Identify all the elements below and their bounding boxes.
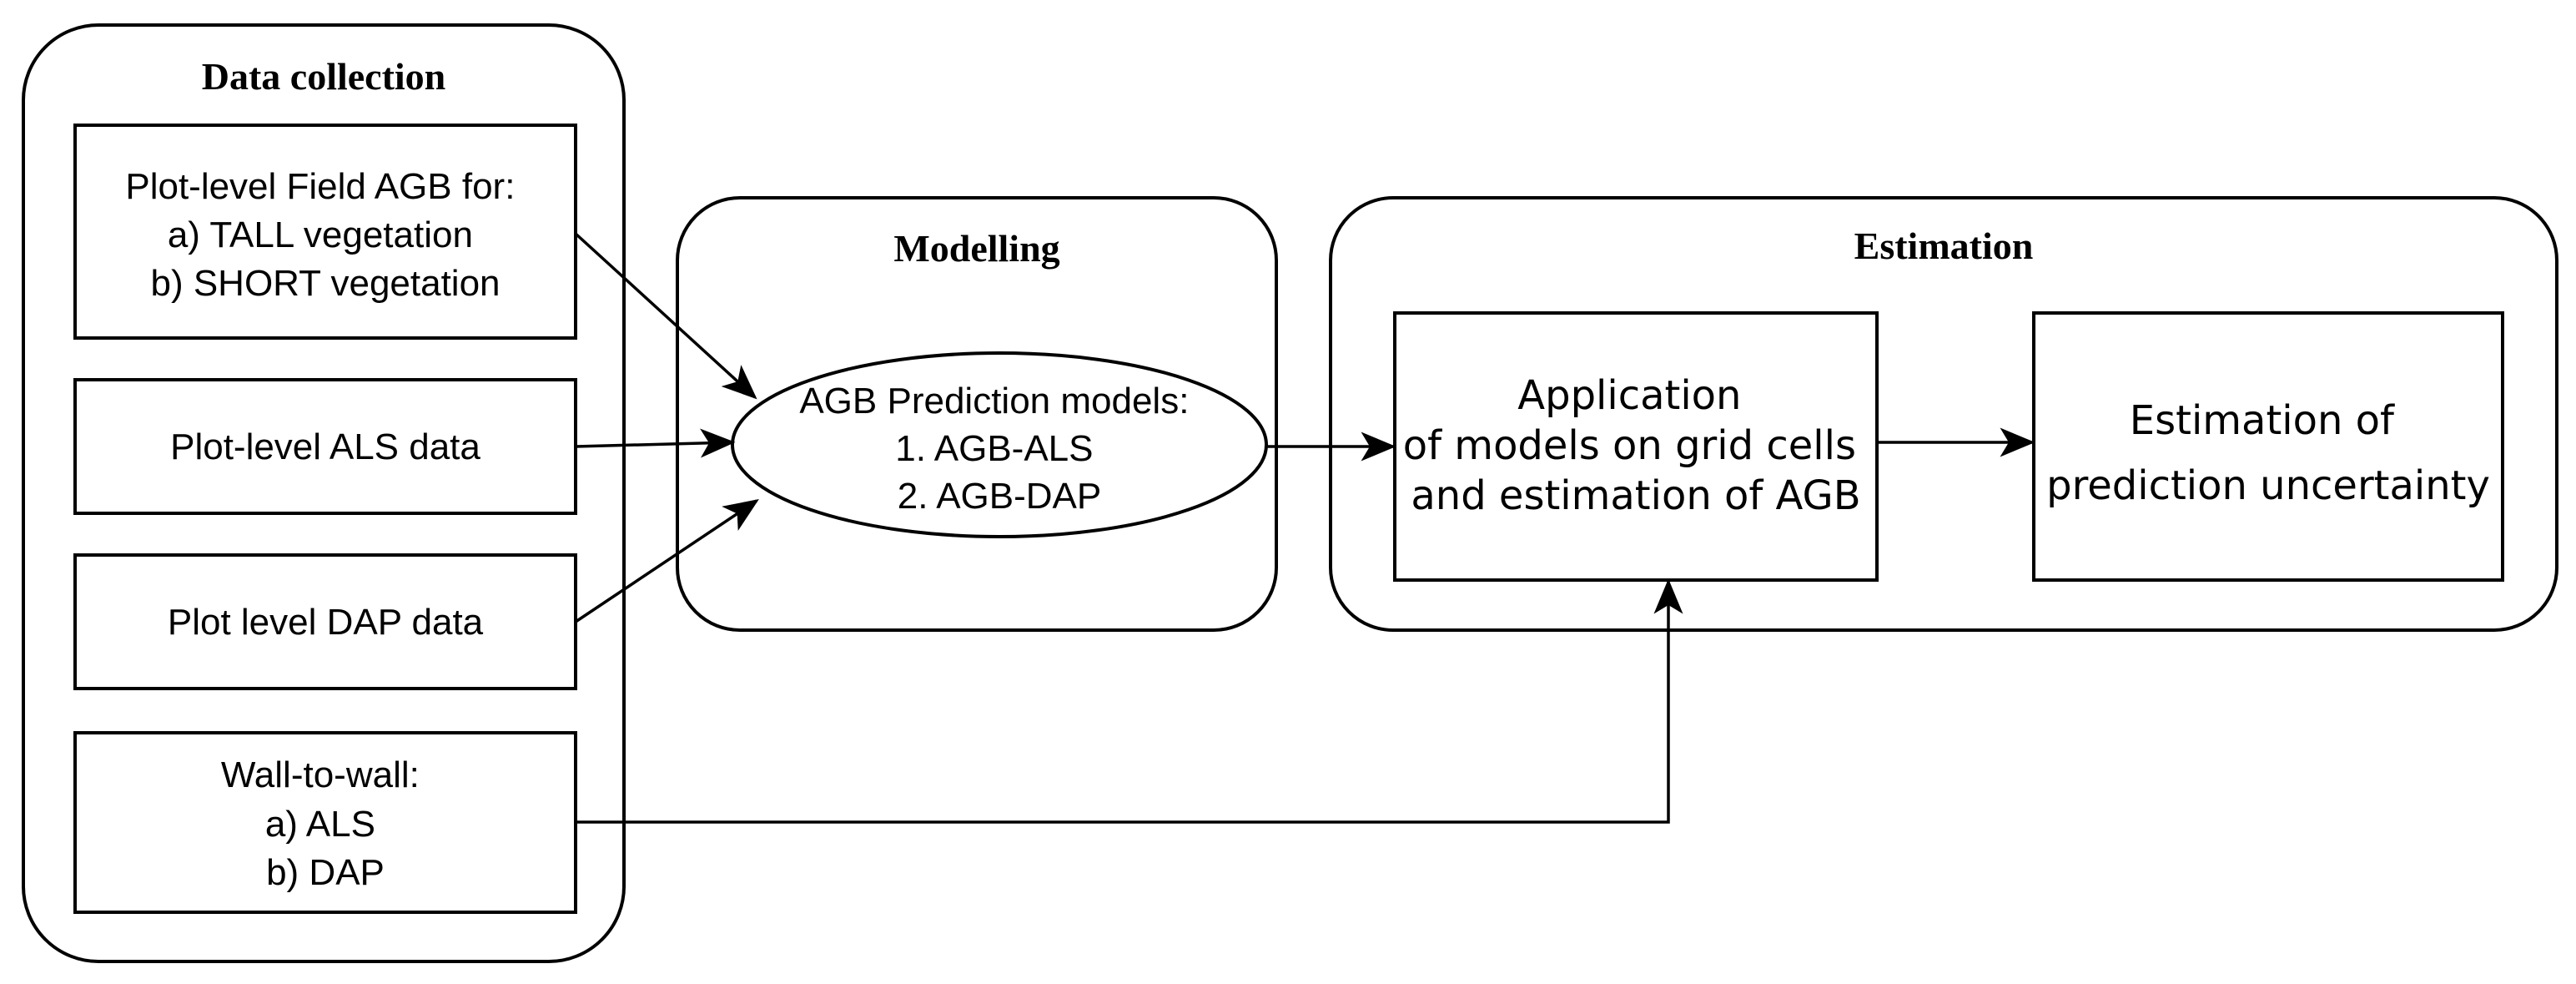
box-uncertainty-text: Estimation of prediction uncertainty (2046, 397, 2490, 509)
box-application-text: Application of models on grid cells and … (1403, 372, 1869, 519)
box-field-agb: Plot-level Field AGB for: a) TALL vegeta… (73, 124, 577, 340)
box-wall-to-wall: Wall-to-wall: a) ALS b) DAP (73, 731, 577, 914)
group-title-data-collection: Data collection (202, 55, 446, 98)
box-field-agb-text: Plot-level Field AGB for: a) TALL vegeta… (125, 166, 525, 304)
edge-field-agb-to-models (574, 232, 757, 400)
box-dap-data: Plot level DAP data (73, 553, 577, 690)
box-uncertainty: Estimation of prediction uncertainty (2032, 311, 2504, 582)
node-prediction-models: AGB Prediction models: 1. AGB-ALS 2. AGB… (731, 351, 1268, 538)
box-dap-data-text: Plot level DAP data (168, 602, 484, 643)
node-prediction-models-text: AGB Prediction models: 1. AGB-ALS 2. AGB… (799, 381, 1199, 517)
box-application: Application of models on grid cells and … (1393, 311, 1879, 582)
box-als-data: Plot-level ALS data (73, 378, 577, 515)
group-title-modelling: Modelling (893, 227, 1059, 270)
box-als-data-text: Plot-level ALS data (170, 426, 480, 467)
edges (574, 232, 2035, 824)
edge-dap-to-models (575, 499, 759, 623)
group-title-estimation: Estimation (1854, 225, 2034, 267)
box-wall-to-wall-text: Wall-to-wall: a) ALS b) DAP (221, 754, 430, 893)
edge-wall-to-wall-to-application (576, 578, 1683, 824)
edge-als-to-models (575, 428, 736, 458)
